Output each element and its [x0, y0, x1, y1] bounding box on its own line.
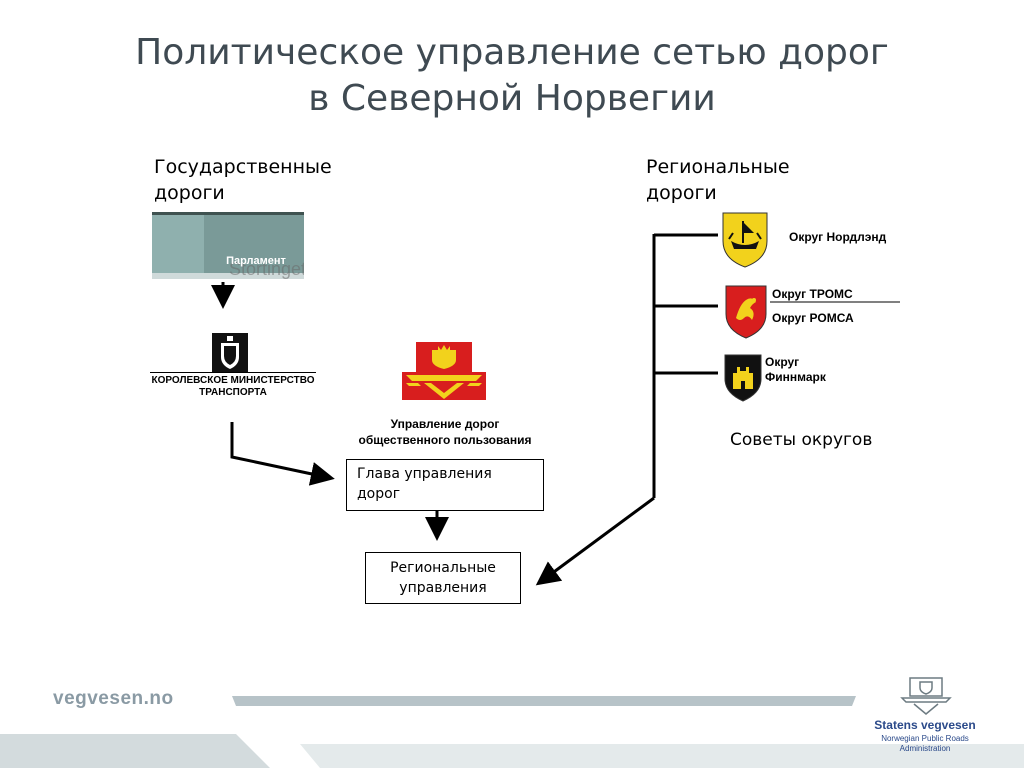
ministry-crest-icon — [212, 333, 248, 373]
footer-brand-subtitle: Norwegian Public Roads Administration — [881, 734, 969, 753]
state-roads-heading: Государственные дороги — [154, 156, 332, 204]
county-finnmark-label: Округ Финнмарк — [765, 355, 826, 384]
footer-brand-name: Statens vegvesen — [874, 718, 976, 732]
regional-administrations-box: Региональные управления — [365, 552, 521, 604]
road-administration-logo — [402, 342, 486, 400]
parliament-building-picture — [152, 215, 204, 279]
arrow-ministry-to-head — [230, 422, 335, 486]
ministry-label: КОРОЛЕВСКОЕ МИНИСТЕРСТВО ТРАНСПОРТА — [151, 375, 315, 398]
parliament-label: Парламент — [226, 255, 286, 267]
footer-bands — [0, 696, 1024, 768]
nordland-shield-icon — [721, 211, 769, 269]
regional-roads-heading: Региональные дороги — [646, 156, 790, 204]
title-line-2: в Северной Норвегии — [308, 78, 716, 119]
page-title: Политическое управление сетью дорог в Се… — [0, 30, 1024, 122]
finnmark-shield-icon — [723, 353, 763, 403]
county-romsa-label: Округ РОМСА — [772, 311, 854, 325]
arrow-counties-to-regional — [535, 496, 655, 586]
county-councils-label: Советы округов — [730, 430, 873, 450]
parliament-watermark: Stortinget — [228, 259, 304, 279]
footer-url[interactable]: vegvesen.no — [53, 688, 174, 709]
county-troms-label: Округ ТРОМС — [772, 287, 853, 301]
parliament-image: Stortinget Парламент — [152, 212, 304, 279]
ministry-divider — [150, 372, 316, 373]
road-administration-label: Управление дорог общественного пользован… — [358, 417, 532, 447]
head-of-roads-box: Глава управления дорог — [346, 459, 544, 511]
statens-vegvesen-logo-icon — [900, 676, 952, 716]
title-line-1: Политическое управление сетью дорог — [135, 32, 889, 73]
troms-shield-icon — [724, 284, 768, 340]
county-nordland-label: Округ Нордлэнд — [789, 230, 887, 244]
